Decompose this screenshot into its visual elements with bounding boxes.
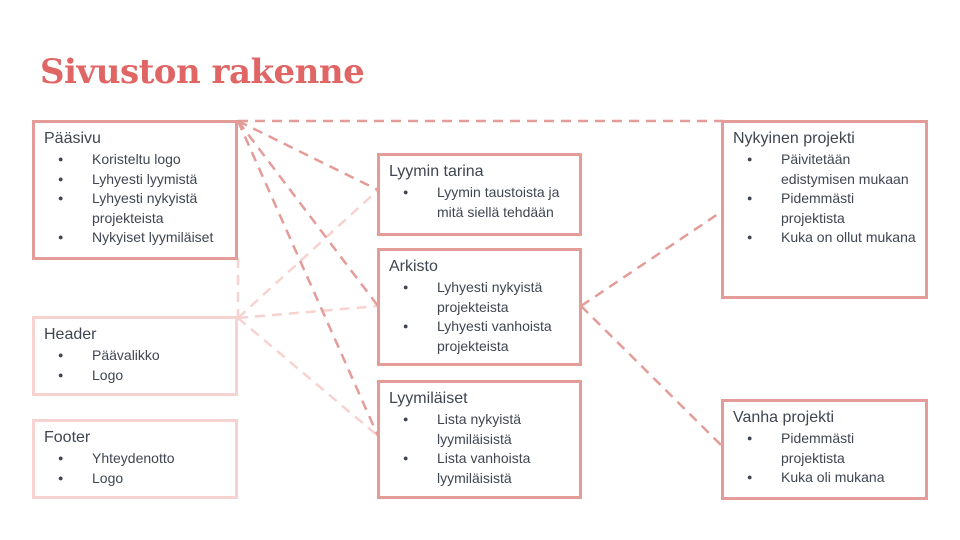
box-title: Arkisto bbox=[389, 258, 438, 275]
list-item: Nykyiset lyymiläiset bbox=[44, 228, 226, 248]
box-title: Nykyinen projekti bbox=[733, 130, 855, 147]
list-item: Lyhyesti vanhoista projekteista bbox=[389, 317, 570, 356]
list-item: Kuka oli mukana bbox=[733, 468, 916, 488]
list-item: Lista nykyistä lyymiläisistä bbox=[389, 410, 570, 449]
box-title: Footer bbox=[44, 429, 91, 446]
connector-header-tarina bbox=[237, 189, 379, 319]
list-item: Päävalikko bbox=[44, 346, 226, 366]
connector-arkisto-vanha bbox=[580, 305, 725, 449]
list-item: Logo bbox=[44, 366, 226, 386]
box-title: Lyymiläiset bbox=[389, 390, 468, 407]
list-item: Pidemmästi projektista bbox=[733, 429, 916, 468]
box-arkisto: Arkisto Lyhyesti nykyistä projekteista L… bbox=[377, 248, 582, 366]
list-item: Lista vanhoista lyymiläisistä bbox=[389, 449, 570, 488]
list-item: Päivitetään edistymisen mukaan bbox=[733, 150, 916, 189]
list-item: Lyhyesti nykyistä projekteista bbox=[389, 278, 570, 317]
list-item: Kuka on ollut mukana bbox=[733, 228, 916, 248]
list-item: Logo bbox=[44, 469, 226, 489]
list-item: Lyhyesti nykyistä projekteista bbox=[44, 189, 226, 228]
box-nykyinen-projekti: Nykyinen projekti Päivitetään edistymise… bbox=[721, 120, 928, 299]
connector-paasivu-arkisto bbox=[237, 120, 379, 307]
slide-title: Sivuston rakenne bbox=[40, 52, 365, 92]
list-item: Lyymin taustoista ja mitä siellä tehdään bbox=[389, 183, 570, 222]
connector-paasivu-tarina bbox=[237, 119, 379, 192]
box-title: Header bbox=[44, 326, 97, 343]
list-item: Pidemmästi projektista bbox=[733, 189, 916, 228]
connector-header-arkisto bbox=[237, 304, 379, 320]
box-title: Pääsivu bbox=[44, 130, 101, 147]
list-item: Koristeltu logo bbox=[44, 150, 226, 170]
box-vanha-projekti: Vanha projekti Pidemmästi projektista Ku… bbox=[721, 399, 928, 500]
list-item: Yhteydenotto bbox=[44, 449, 226, 469]
box-footer: Footer Yhteydenotto Logo bbox=[32, 419, 238, 499]
box-lyymilaiset: Lyymiläiset Lista nykyistä lyymiläisistä… bbox=[377, 380, 582, 499]
connector-header-lyymilaiset bbox=[237, 317, 379, 437]
box-title: Vanha projekti bbox=[733, 409, 835, 426]
box-header: Header Päävalikko Logo bbox=[32, 316, 238, 396]
connector-paasivu-lyymilaiset bbox=[236, 120, 380, 437]
box-title: Lyymin tarina bbox=[389, 163, 484, 180]
box-paasivu: Pääsivu Koristeltu logo Lyhyesti lyymist… bbox=[32, 120, 238, 260]
list-item: Lyhyesti lyymistä bbox=[44, 170, 226, 190]
connector-arkisto-nykyinen bbox=[580, 208, 725, 308]
box-lyymin-tarina: Lyymin tarina Lyymin taustoista ja mitä … bbox=[377, 153, 582, 236]
